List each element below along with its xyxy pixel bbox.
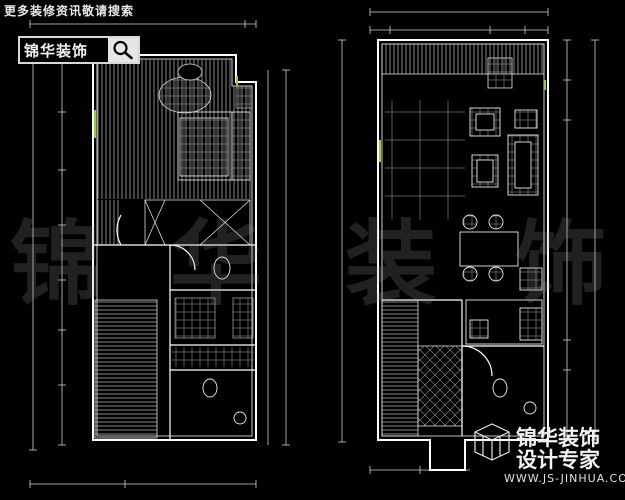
toilet-lower: [202, 378, 218, 398]
right-washbasin: [523, 401, 537, 415]
cabinet: [232, 297, 254, 339]
sofa-set: [469, 107, 539, 196]
round-table: [158, 63, 212, 114]
right-interior-walls: [382, 299, 544, 436]
company-logo: 锦华装饰 设计专家 WWW.JS-JINHUA.COM: [468, 420, 625, 498]
logo-slogan: 设计专家: [516, 447, 600, 472]
search-icon: [113, 40, 133, 60]
brand-search-box[interactable]: 锦华装饰: [18, 36, 140, 64]
search-button[interactable]: [108, 38, 138, 62]
logo-name: 锦华装饰: [516, 425, 600, 450]
bed: [177, 111, 251, 181]
right-toilet: [492, 378, 508, 398]
left-interior-walls: [93, 214, 256, 440]
balcony-washer: [487, 57, 513, 89]
bathroom-tiles: [172, 347, 254, 367]
balcony: [381, 43, 545, 75]
logo-cube-mark: [474, 423, 510, 461]
left-accents: [94, 76, 238, 138]
living-floor-tiles: [385, 100, 465, 220]
left-floor-plan: [29, 20, 290, 488]
washbasin: [233, 411, 247, 425]
entry-hall-tiles: [417, 345, 463, 427]
kitchen-counter: [465, 267, 543, 345]
left-stairs: [94, 299, 158, 439]
logo-url: WWW.JS-JINHUA.COM: [504, 472, 625, 485]
wardrobe: [144, 199, 251, 246]
right-accents: [379, 80, 546, 162]
dining-table: [459, 214, 519, 282]
nightstand: [235, 85, 253, 109]
shower-area: [174, 297, 216, 339]
promo-banner: 更多装修资讯敬请搜索: [4, 4, 135, 18]
left-closet-hatch: [97, 200, 121, 245]
right-floor-plan: [338, 8, 599, 474]
left-dimension-lines: [29, 20, 290, 488]
right-stairs: [381, 299, 419, 437]
toilet-upper: [213, 256, 231, 280]
search-brand-text: 锦华装饰: [24, 41, 89, 60]
